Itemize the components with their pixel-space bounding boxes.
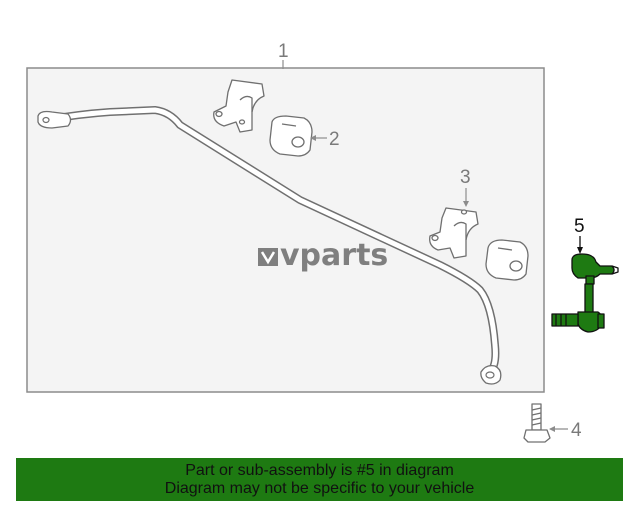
banner-line-2: Diagram may not be specific to your vehi… bbox=[164, 480, 475, 497]
stabilizer-bar bbox=[37, 106, 502, 385]
banner-line-1: Part or sub-assembly is #5 in diagram bbox=[185, 462, 454, 479]
callout-3-label: 3 bbox=[460, 167, 471, 188]
bushing-bracket-lower bbox=[429, 207, 479, 259]
callout-4-arrowhead bbox=[549, 426, 555, 432]
callout-5-label: 5 bbox=[574, 216, 585, 237]
vparts-logo: vparts bbox=[258, 238, 388, 273]
callout-5-arrowhead bbox=[577, 247, 583, 254]
callout-4-label: 4 bbox=[571, 420, 582, 441]
bushing-bracket-upper bbox=[213, 79, 265, 133]
bolt bbox=[523, 403, 551, 443]
bushing-upper bbox=[269, 115, 313, 157]
callout-1-label: 1 bbox=[278, 41, 289, 62]
callout-2-arrowhead bbox=[310, 135, 316, 141]
callout-2-label: 2 bbox=[329, 129, 340, 150]
stabilizer-link bbox=[551, 253, 619, 333]
bushing-lower bbox=[485, 239, 529, 281]
vparts-logo-text: vparts bbox=[280, 238, 388, 273]
diagram-notice-banner: Part or sub-assembly is #5 in diagram Di… bbox=[16, 458, 623, 501]
callout-3-arrowhead bbox=[463, 201, 469, 207]
